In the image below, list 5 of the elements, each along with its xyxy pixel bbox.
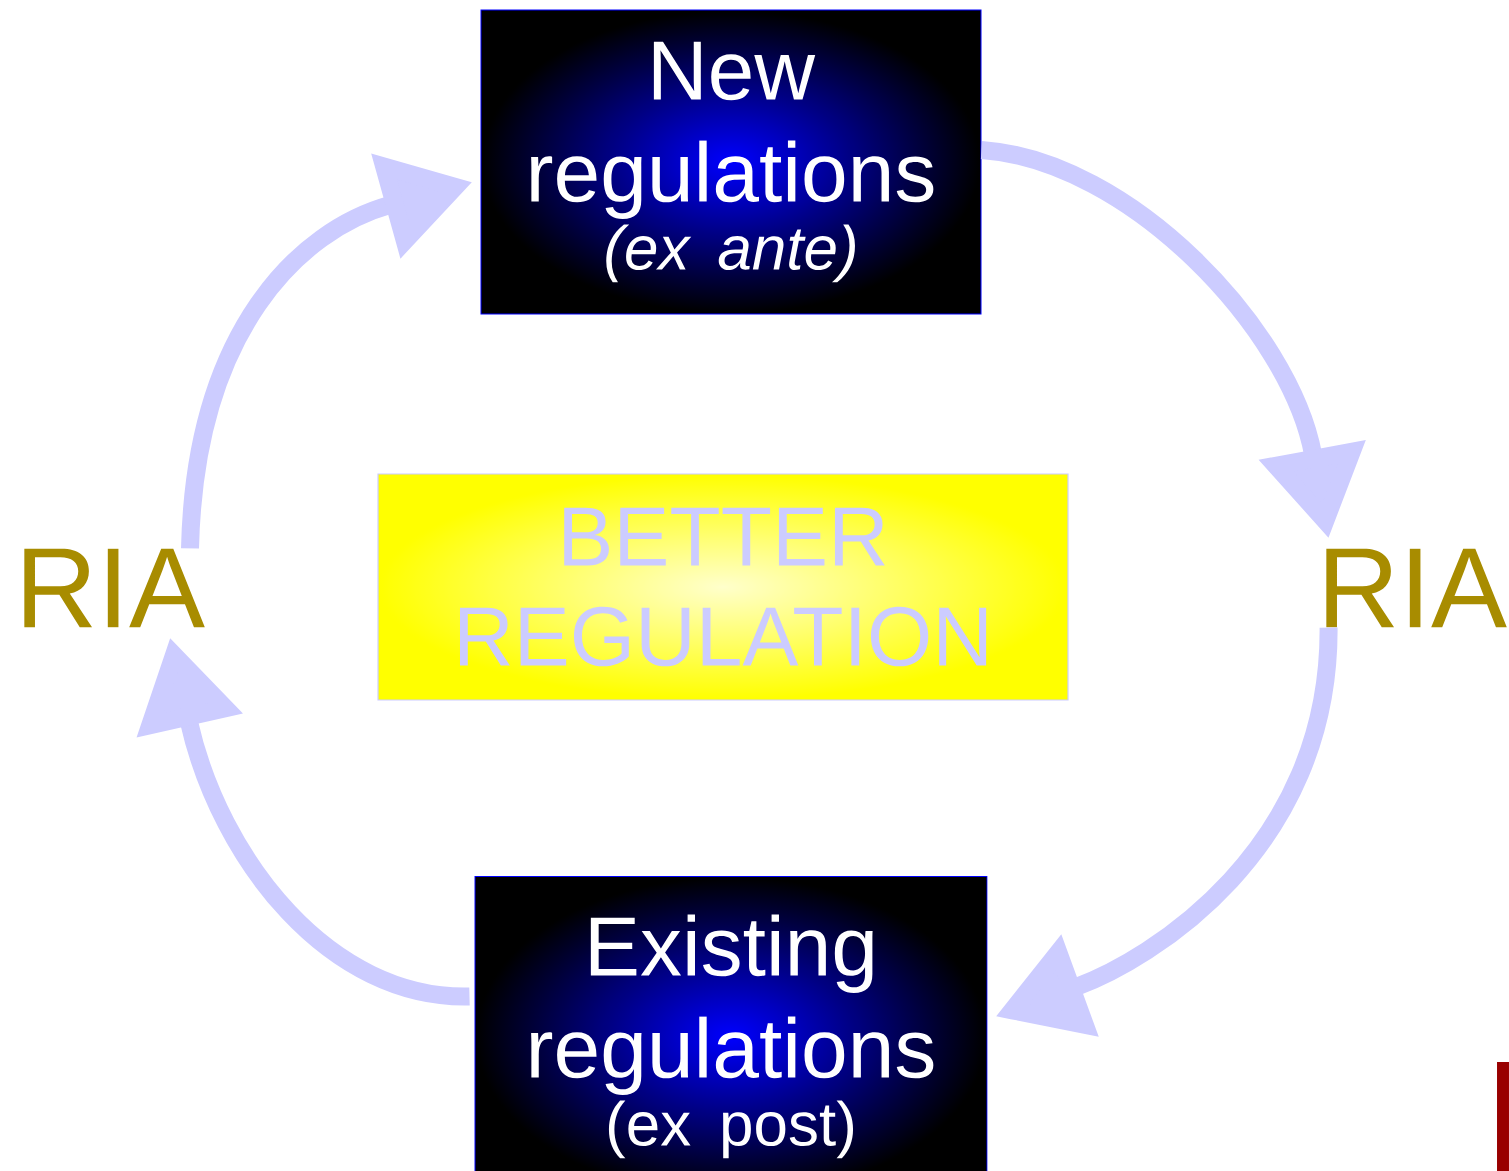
regulation-box: New regulations (ex ante) [480, 9, 982, 315]
ria-label: RIA [24, 548, 205, 628]
ria-label: RIA [1326, 548, 1507, 628]
regulation-box: Existing regulations (ex post) [474, 876, 988, 1171]
center-box: BETTER REGULATION [377, 473, 1069, 701]
